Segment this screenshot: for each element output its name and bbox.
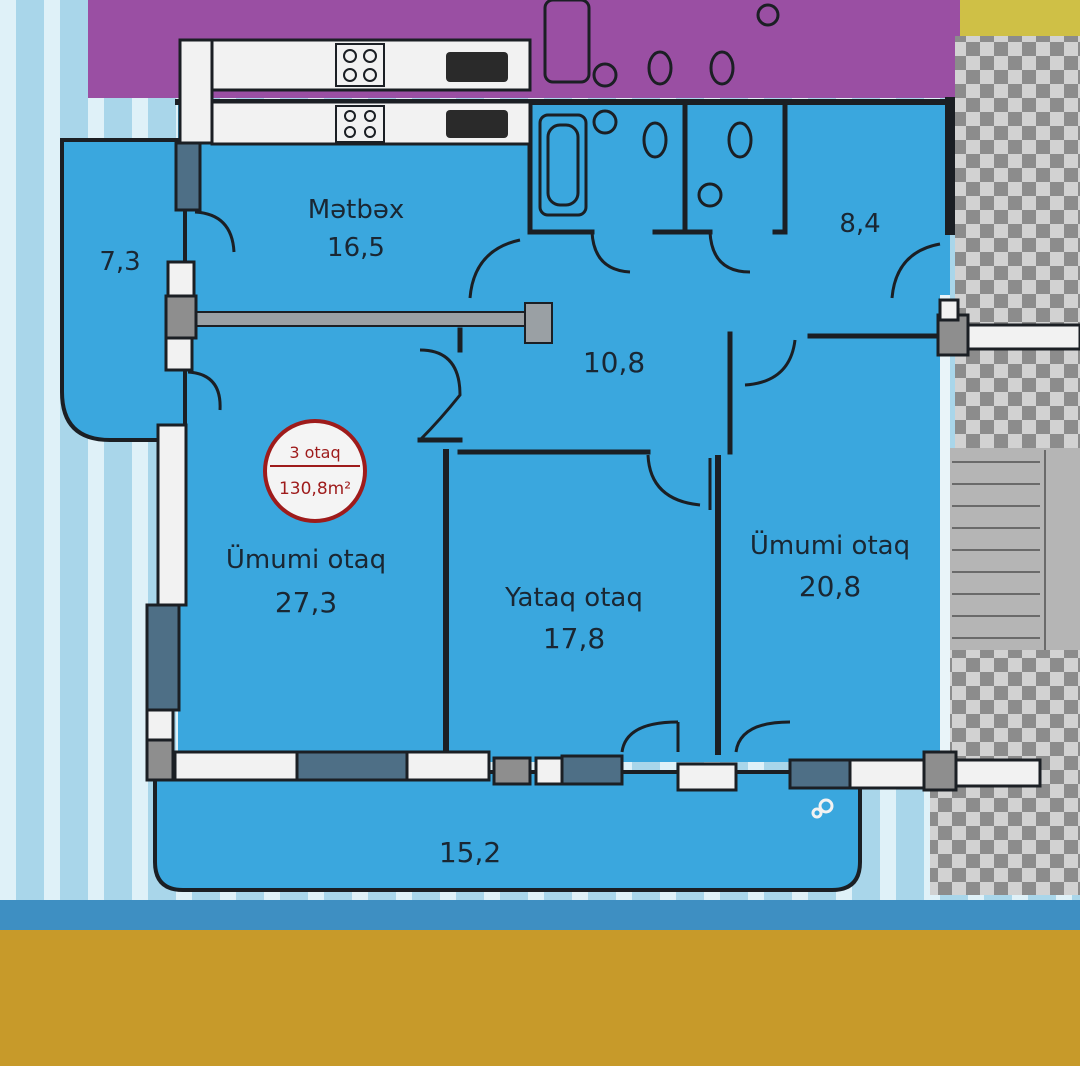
room-area-living-left: 27,3 [275,586,337,619]
badge-total-area: 130,8m² [279,479,351,499]
room-count-badge: 3 otaq 130,8m² [263,419,367,523]
balcony-left-shape [60,138,187,442]
corridor-checker [955,36,1080,448]
toilet-icon [592,3,780,208]
stove-icon [335,43,385,143]
badge-rooms: 3 otaq [289,443,340,462]
room-area-utility: 8,4 [839,209,880,239]
stair-icon [950,448,1080,650]
neighbor-yellow [960,0,1080,36]
room-labels: Mətbəx 16,5 7,3 8,4 10,8 Ümumi otaq 27,3… [99,195,910,869]
paper-edge [0,900,1080,930]
room-area-bedroom: 17,8 [543,622,605,655]
room-area-living-right: 20,8 [799,570,861,603]
room-name-kitchen: Mətbəx [308,195,405,225]
room-name-living-right: Ümumi otaq [750,529,910,561]
balcony-bottom-shape [153,770,862,892]
plant-icon [811,798,834,819]
room-area-balcony-bottom: 15,2 [439,836,501,869]
bathtub-icon [538,0,591,217]
sink-icon [446,52,508,138]
room-area-kitchen: 16,5 [327,233,385,263]
window-icon [145,38,1080,792]
door-swing-icon [187,210,941,753]
column [524,302,553,344]
kitchen-counter [210,38,532,146]
room-area-hall: 10,8 [583,346,645,379]
room-name-living-left: Ümumi otaq [226,543,386,575]
room-area-balcony-left: 7,3 [99,247,140,277]
partition-kitchen [189,311,531,327]
room-name-bedroom: Yataq otaq [504,583,643,613]
